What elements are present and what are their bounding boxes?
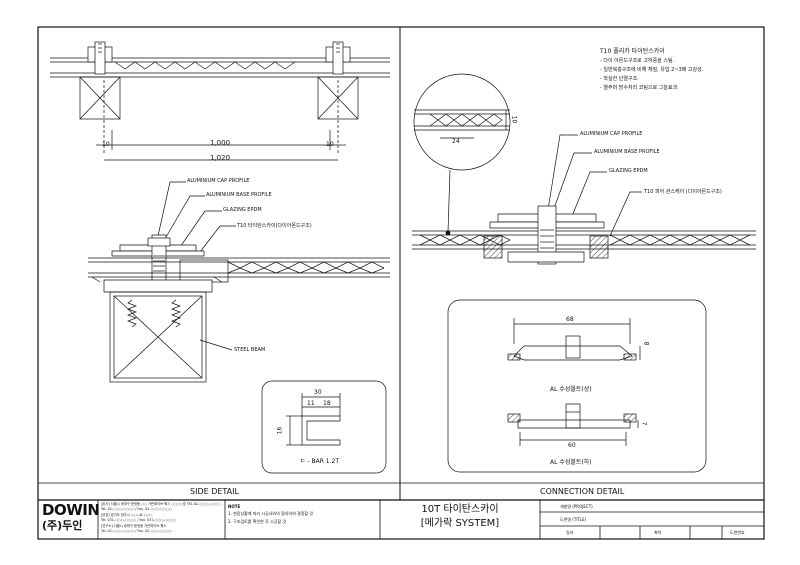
callout-glazing-epdm: GLAZING EPDM [223,207,262,213]
cap-profile-label: AL 수성볼트(상) [550,386,592,393]
note-line-4: - 열주머 방수처리 코팅으로 그늘효과. [600,85,679,91]
note-title: NOTE [228,504,241,509]
title-label: 도면명 (TITLE) [560,517,587,522]
cap-width-dim: 68 [566,316,574,323]
side-detail-caption: SIDE DETAIL [190,487,239,496]
side-detail-joint [88,181,390,383]
drawing-no-label: 도면번호 [730,530,745,535]
main-title: 10T 타이탄스카이 [421,504,499,515]
callout-glazing-epdm-right: GLAZING EPDM [609,168,648,174]
connection-detail-caption: CONNECTION DETAIL [540,487,625,496]
note-line: 1. 현장상황에 따라 시공사와의 협의하여 결정할 것 [228,511,314,516]
bar-dim-16: 16 [276,426,284,435]
bar-dim-11: 11 [307,400,315,407]
note-line-3: - 착실한 단열구조. [600,76,639,82]
sheet-border [37,26,765,540]
scale-label: 축척 [654,530,662,535]
dim-10-right: 10 [326,141,334,148]
dim-10-left: 10 [102,141,110,148]
bar-dim-30: 30 [314,389,322,396]
company-line: Tel. 031-○○○-○○○○ / Fax. 031-○○○-○○○○ [101,518,176,523]
note-line-1: - 다이 아몬드구조로 고하중을 스팀. [600,58,675,64]
company-line: [본사] 서울시 송파구 문정동 ○○ 가든파이브 웍스 ○○○○호 TEL 0… [101,502,221,506]
callout-base-profile-right: ALUMINIUM BASE PROFILE [594,149,660,155]
dim-1000: 1,000 [210,139,231,147]
date-label: 일자 [566,530,574,535]
connection-zoom [413,73,511,236]
title-block-grid [97,500,764,539]
base-height-dim: 7 [640,421,648,426]
zoom-dim-10: 10 [510,115,518,124]
connection-assembly [412,134,756,265]
company-line: Tel. 02-○○○-○○○○ / Fax. 02-○○○-○○○○ [101,507,172,512]
steel-beam-label: STEEL BEAM [234,347,266,353]
base-width-dim: 60 [568,442,576,449]
side-detail-top-section [50,41,390,161]
dim-1020: 1,020 [210,154,231,162]
main-title-block: 10T 타이탄스카이 [메가락 SYSTEM] [380,503,540,531]
callout-cap-profile: ALUMINIUM CAP PROFILE [187,178,250,184]
callout-titan-sky: T10 타이탄스카이(다이아몬드구조) [237,223,312,229]
company-logo: DOWIN (주)두인 [42,501,100,537]
zoom-dim-24: 24 [452,138,460,145]
company-info: [본사] 서울시 송파구 문정동 ○○ 가든파이브 웍스 ○○○○호 TEL 0… [101,502,223,534]
callout-base-profile: ALUMINIUM BASE PROFILE [206,192,272,198]
project-label: 개발명 (PROJECT) [560,504,593,509]
bar-inset [261,380,387,474]
note-block: NOTE 1. 현장상황에 따라 시공사와의 협의하여 결정할 것 2. 구조검… [228,503,378,526]
callout-cap-profile-right: ALUMINIUM CAP PROFILE [580,131,643,137]
logo-en: DOWIN [42,501,100,519]
company-line: [공장] 경기도 광주시 ○○○로 ○○○ [101,512,153,517]
notes-title: T10 폴리카 타이탄스카이 [600,48,665,55]
note-line: 2. 구조검토를 확인한 후 시공할 것 [228,519,287,524]
base-profile-label: AL 수성볼트(하) [550,459,592,466]
bar-label: ㄷ - BAR 1.2T [300,458,340,465]
callout-titan-sky-right: T10 피어 관스케이 (다이아몬드구조) [644,189,722,195]
bar-dim-18: 18 [323,400,331,407]
profile-inset [447,299,707,473]
sub-title: [메가락 SYSTEM] [420,518,500,529]
company-line: Tel. 02-○○○-○○○○ / Fax. 02-○○○-○○○○ [101,529,172,534]
company-line: [연구소] 서울시 송파구 문정동 가든파이브 웍스 [101,523,167,528]
logo-kr: (주)두인 [42,519,83,532]
cap-height-dim: 8 [642,341,650,346]
note-line-2: - 일반복층구조에 비해 재질, 유입 2~3배 고강성. [600,67,704,73]
